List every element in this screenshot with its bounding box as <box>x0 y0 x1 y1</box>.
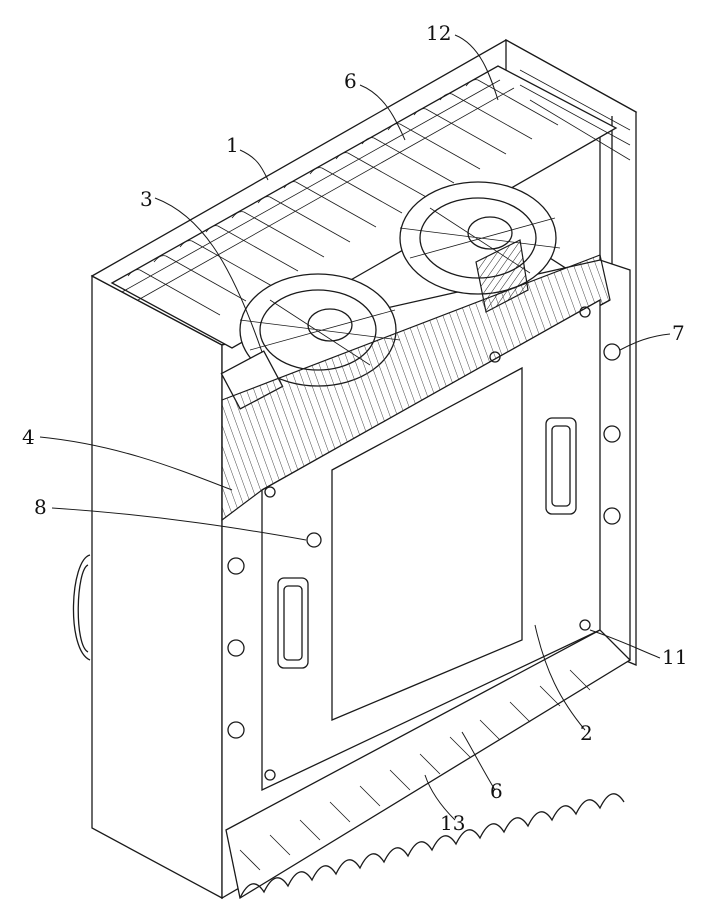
label-4: 4 <box>22 425 35 449</box>
label-11: 11 <box>662 645 687 669</box>
label-12: 12 <box>426 21 451 45</box>
label-6-top: 6 <box>344 69 357 93</box>
label-6-bottom: 6 <box>490 779 503 803</box>
label-8: 8 <box>34 495 47 519</box>
label-13: 13 <box>440 811 465 835</box>
label-1: 1 <box>226 133 239 157</box>
label-2: 2 <box>580 721 593 745</box>
label-3: 3 <box>140 187 153 211</box>
label-7: 7 <box>672 321 685 345</box>
